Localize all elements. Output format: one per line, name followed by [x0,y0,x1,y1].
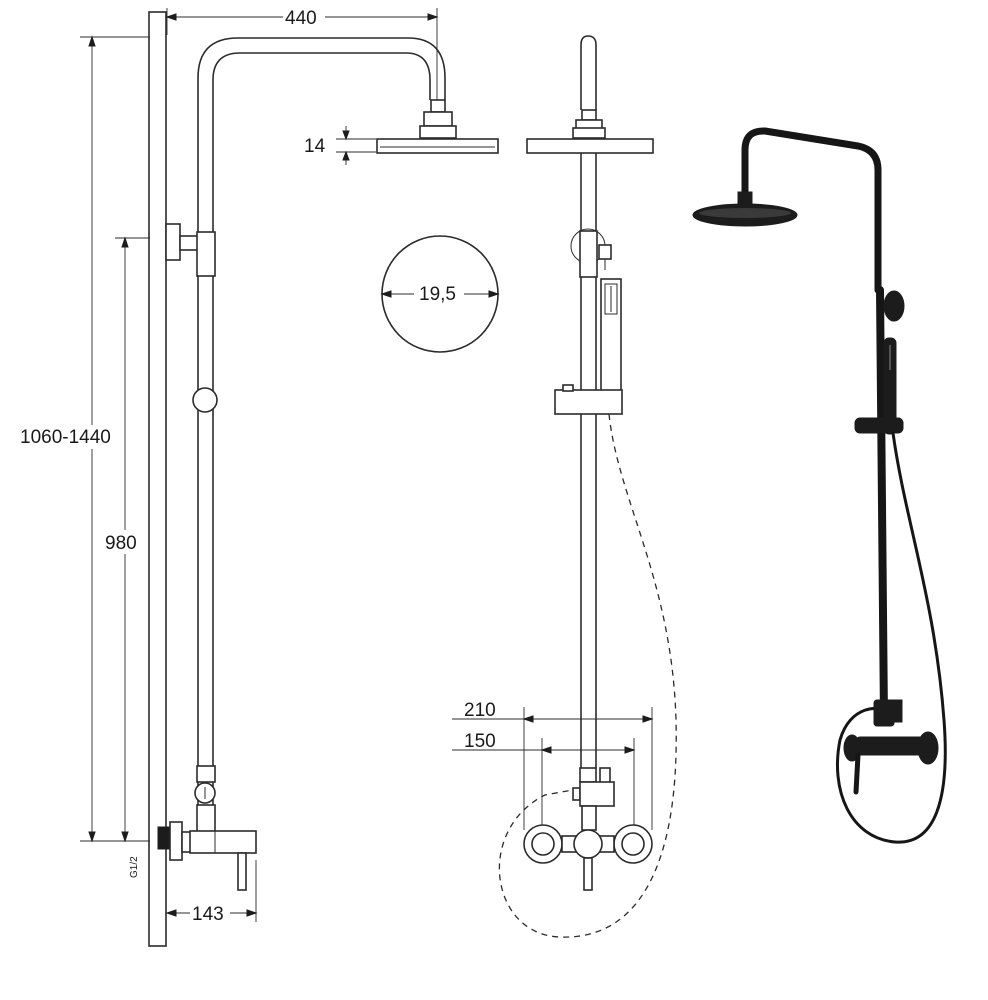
outlet-spacing-150-dimension [452,738,636,830]
handshower-slider [192,387,218,413]
head-thickness-label: 14 [304,136,326,157]
slider-front [554,389,623,415]
shower-hose-dashed [498,413,677,938]
mixer-lever-front [583,857,593,891]
side-view: 1060-1440 980 440 [18,6,499,947]
mixer-lever-illustration [853,752,861,795]
shower-riser-pipe [197,37,446,835]
mixer-body-illustration [855,736,925,756]
head-thickness-dimension [336,126,376,165]
rail-height-label: 980 [105,533,137,554]
arm-width-label: 440 [285,8,317,29]
outlet-spacing-210-dimension [452,707,654,830]
wall-bracket [196,231,216,277]
rain-shower-head-side [376,138,499,154]
outlet-spacing-210-label: 210 [464,700,496,721]
wall-profile [148,11,167,947]
hand-shower-illustration [883,337,897,435]
thread-size-label: G1/2 [129,856,140,878]
mixer-lever-side [237,852,247,891]
head-diameter-view: 19,5 [380,235,500,353]
hose-illustration [835,431,947,844]
product-illustration-black [692,127,947,844]
front-view: 210 150 [452,35,677,938]
outlet-spacing-150-label: 150 [464,731,496,752]
mixer-body-side [189,830,257,854]
diverter-front [579,781,615,807]
mixer-cartridge-front [573,829,603,859]
rain-shower-head-front [526,138,654,154]
head-diameter-label: 19,5 [419,284,456,305]
wall-bracket-front [579,230,598,278]
mixer-depth-label: 143 [192,904,224,925]
slider-illustration [854,417,904,434]
total-height-label: 1060-1440 [20,427,111,448]
